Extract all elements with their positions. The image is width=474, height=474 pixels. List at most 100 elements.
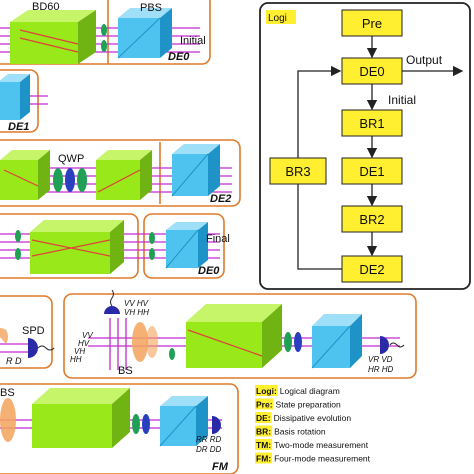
- beam-splitter-bs: [132, 322, 158, 362]
- label-rd: R D: [6, 356, 22, 366]
- label-bs-low: BS: [0, 387, 15, 399]
- svg-text:DE0: DE0: [359, 64, 384, 79]
- legend-tag: Logi:: [256, 386, 277, 396]
- single-photon-detector: [28, 338, 55, 358]
- label-tm-out-2: HR HD: [368, 365, 394, 374]
- panel-fm: BS RR RD DR DD FM: [0, 383, 239, 474]
- legend-tag-highlight: [255, 425, 273, 437]
- panel-de0-final: Final DE0: [0, 213, 230, 279]
- legend-tag-highlight: [255, 439, 273, 450]
- panel-de0-top: BD60 PBS Initial DE0: [0, 0, 211, 65]
- label-tm-hh: HH: [70, 355, 82, 364]
- legend-tag: BR:: [256, 427, 271, 437]
- waveplate-pair: [101, 24, 107, 52]
- flow-node-br1: BR1: [341, 109, 403, 137]
- label-fm-out-2: DR DD: [196, 445, 222, 454]
- flow-node-br3: BR3: [269, 157, 327, 185]
- legend-item: Logi:Logical diagram: [255, 385, 340, 396]
- flow-node-de0: DE0: [341, 57, 403, 85]
- pbs-cube: [117, 8, 172, 59]
- waveplate-pair: [149, 232, 155, 260]
- label-de0-mid: DE0: [198, 265, 220, 277]
- label-final: Final: [206, 233, 230, 245]
- panel-de1: DE1: [0, 69, 48, 133]
- label-tm-vv: VV: [82, 331, 93, 340]
- panel-de2: QWP DE2: [0, 139, 241, 207]
- detector-top: [104, 289, 120, 314]
- flow-initial-label: Initial: [388, 93, 416, 107]
- pbs-cube: [159, 396, 208, 447]
- beam-displacer-crystal: [0, 150, 50, 200]
- legend-tag-highlight: [255, 398, 274, 410]
- legend-item: DE:Dissipative evolution: [255, 412, 351, 423]
- legend-tag-highlight: [255, 412, 272, 423]
- waveplate-qwp-group: [53, 168, 87, 192]
- legend-tag-highlight: [255, 452, 273, 464]
- flow-tag: Logi: [268, 13, 287, 24]
- label-de0-top: DE0: [168, 51, 190, 63]
- panel-spd: SPD R D: [0, 295, 55, 369]
- legend-tag: FM:: [256, 454, 271, 464]
- label-spd: SPD: [22, 325, 45, 337]
- legend-tag: DE:: [256, 413, 271, 423]
- beam-displacer-crystal: [186, 304, 282, 368]
- svg-text:DE2: DE2: [359, 262, 384, 277]
- flow-tag-box: [266, 10, 296, 24]
- flow-node-de1: DE1: [341, 157, 403, 185]
- legend-item: Pre:State preparation: [255, 398, 341, 410]
- label-de2: DE2: [210, 193, 231, 205]
- legend-item: BR:Basis rotation: [255, 425, 326, 437]
- beam-displacer-crystal: [32, 388, 130, 448]
- single-photon-detector: [380, 336, 405, 354]
- waveplate-pair: [169, 348, 175, 360]
- beam-displacer-crystal: [96, 150, 152, 200]
- label-de1: DE1: [8, 121, 29, 133]
- flow-output-label: Output: [406, 53, 443, 67]
- legend-tag: Pre:: [256, 400, 273, 410]
- beam-displacer-crystal: [10, 10, 96, 64]
- label-tm-in-2: VH HH: [124, 308, 149, 317]
- pbs-cube: [0, 74, 30, 120]
- flow-node-br2: BR2: [341, 205, 403, 233]
- pbs-cube: [171, 144, 220, 197]
- pbs-cube: [165, 222, 208, 269]
- legend-text: Dissipative evolution: [274, 413, 352, 423]
- label-bd60: BD60: [32, 1, 60, 13]
- svg-text:DE1: DE1: [359, 164, 384, 179]
- flow-arrows: [297, 36, 464, 270]
- legend-text: Four-mode measurement: [274, 454, 371, 464]
- waveplate-pair: [15, 230, 21, 260]
- legend-tag: TM:: [256, 440, 271, 450]
- label-tm-in-1: VV HV: [124, 299, 149, 308]
- label-tm-hv: HV: [78, 339, 90, 348]
- waveplate-pair: [132, 414, 150, 434]
- svg-text:BR1: BR1: [359, 116, 384, 131]
- legend-item: TM:Two-mode measurement: [255, 439, 369, 450]
- legend-text: Basis rotation: [274, 427, 326, 437]
- legend-text: Logical diagram: [280, 386, 340, 396]
- label-bs-mid: BS: [118, 365, 133, 377]
- flow-node-pre: Pre: [341, 9, 403, 37]
- label-fm: FM: [212, 461, 229, 473]
- beam-splitter-bs: [0, 398, 16, 442]
- label-tm-vh: VH: [74, 347, 85, 356]
- logic-flowchart: Logi Pre DE0 BR1 DE1 BR2 DE2 BR3: [259, 2, 471, 290]
- label-qwp: QWP: [58, 153, 84, 165]
- label-fm-out-1: RR RD: [196, 435, 222, 444]
- label-tm-out-1: VR VD: [368, 355, 393, 364]
- svg-text:Pre: Pre: [362, 16, 382, 31]
- label-pbs: PBS: [140, 2, 162, 14]
- legend-text: Two-mode measurement: [274, 440, 369, 450]
- panel-tm: VV HV VH HH VV HV VH HH BS VR VD: [63, 289, 417, 379]
- flow-node-de2: DE2: [341, 255, 403, 283]
- legend-item: FM:Four-mode measurement: [255, 452, 371, 464]
- label-initial: Initial: [180, 35, 206, 47]
- single-photon-detector: [212, 416, 221, 434]
- waveplate-pair: [284, 332, 302, 352]
- legend-text: State preparation: [276, 400, 341, 410]
- svg-text:BR2: BR2: [359, 212, 384, 227]
- pbs-cube: [311, 314, 362, 369]
- svg-text:BR3: BR3: [285, 164, 310, 179]
